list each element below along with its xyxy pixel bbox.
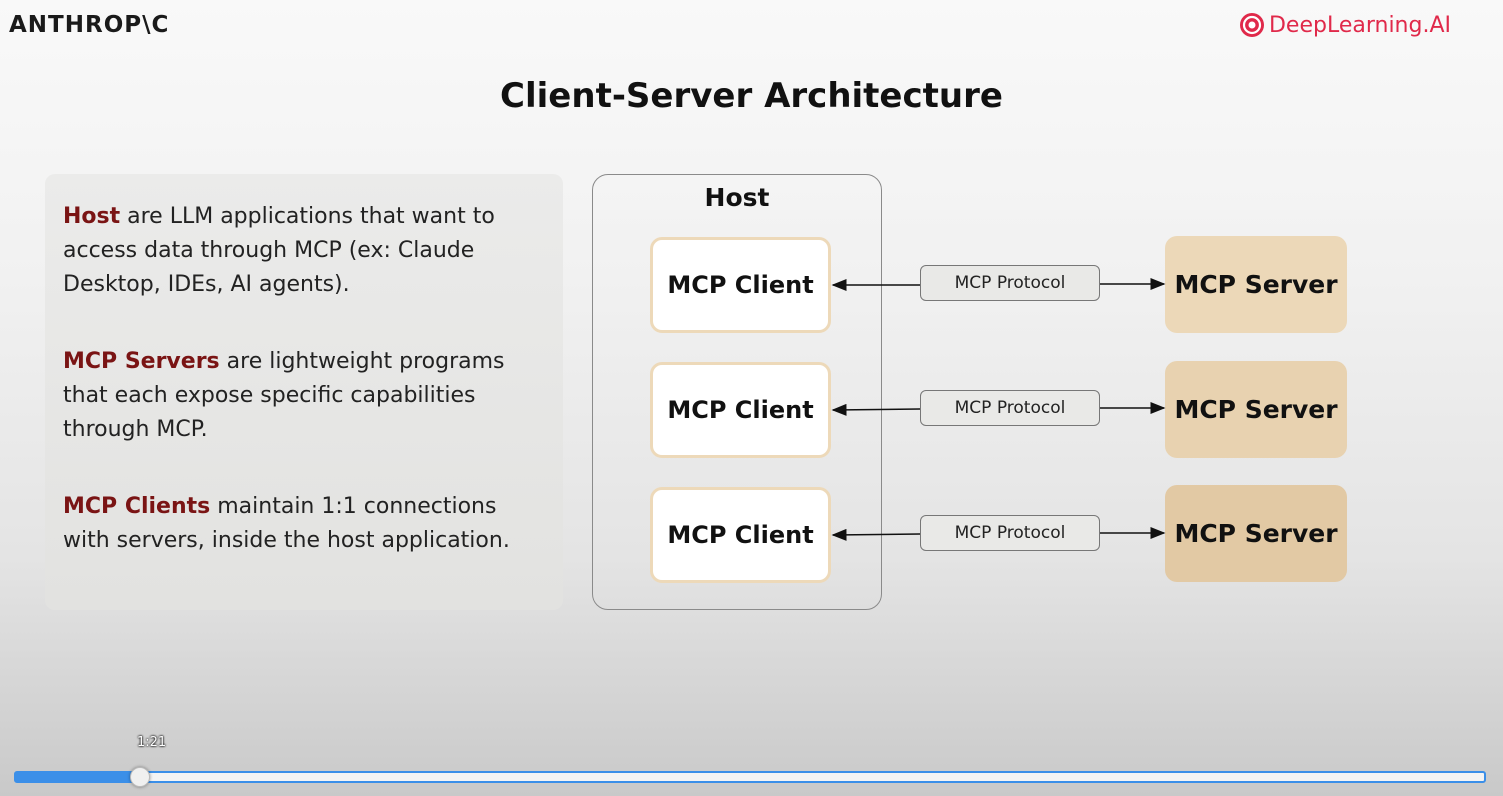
deeplearning-ai-logo: DeepLearning.AI — [1239, 12, 1451, 38]
servers-definition-text: are lightweight programs that each expos… — [63, 349, 505, 442]
progress-scrubber-handle[interactable] — [130, 767, 151, 787]
mcp-client-1: MCP Client — [650, 237, 831, 333]
servers-keyword: MCP Servers — [63, 349, 220, 374]
host-keyword: Host — [63, 204, 121, 229]
mcp-server-2: MCP Server — [1165, 361, 1347, 458]
host-definition-text: are LLM applications that want to access… — [63, 204, 495, 297]
progress-fill — [16, 773, 140, 781]
anthropic-logo: ANTHROP\C — [9, 12, 170, 38]
mcp-client-2: MCP Client — [650, 362, 831, 458]
deeplearning-logo-icon — [1239, 13, 1264, 37]
host-label: Host — [704, 183, 770, 212]
servers-definition: MCP Servers are lightweight programs tha… — [63, 345, 545, 447]
deeplearning-logo-text: DeepLearning.AI — [1268, 12, 1451, 38]
clients-definition: MCP Clients maintain 1:1 connections wit… — [63, 490, 545, 558]
mcp-client-3: MCP Client — [650, 487, 831, 583]
time-tooltip: 1:21 — [137, 735, 167, 750]
host-container: Host — [592, 174, 882, 610]
definitions-panel: Host are LLM applications that want to a… — [45, 174, 563, 610]
mcp-server-3: MCP Server — [1165, 485, 1347, 582]
clients-definition-text: maintain 1:1 connections with servers, i… — [63, 494, 510, 553]
mcp-protocol-2: MCP Protocol — [920, 390, 1100, 426]
mcp-protocol-3: MCP Protocol — [920, 515, 1100, 551]
slide-title: Client-Server Architecture — [500, 76, 1003, 116]
video-progress-bar[interactable] — [14, 767, 1486, 787]
mcp-protocol-1: MCP Protocol — [920, 265, 1100, 301]
mcp-server-1: MCP Server — [1165, 236, 1347, 333]
clients-keyword: MCP Clients — [63, 494, 211, 519]
host-definition: Host are LLM applications that want to a… — [63, 200, 545, 302]
